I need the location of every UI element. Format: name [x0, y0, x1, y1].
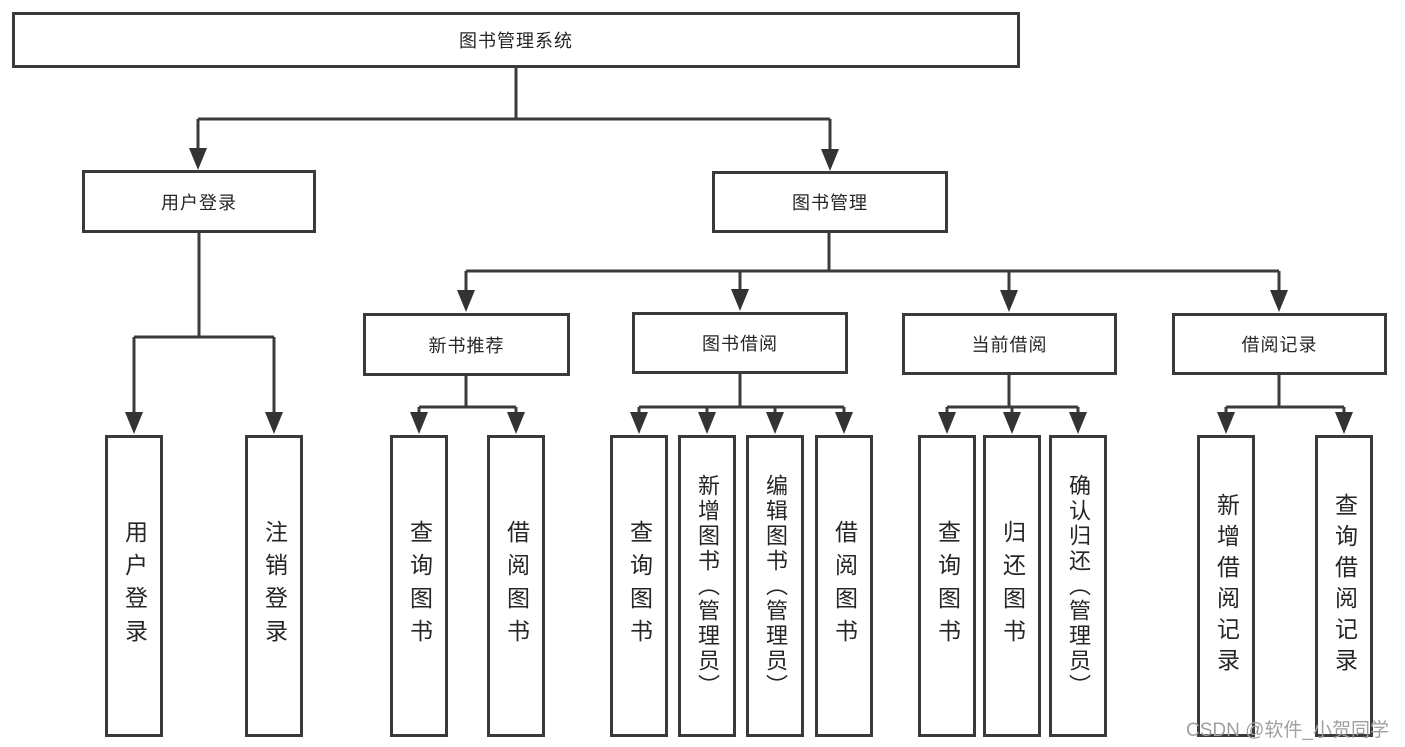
leaf-return-books-label: 归还图书 — [999, 520, 1026, 652]
leaf-return-books: 归还图书 — [983, 435, 1041, 737]
leaf-borrow-books-1: 借阅图书 — [487, 435, 545, 737]
connector-book-borrow — [630, 374, 853, 434]
leaf-query-borrow-record: 查询借阅记录 — [1315, 435, 1373, 737]
node-borrow-records-label: 借阅记录 — [1241, 335, 1318, 355]
leaf-add-books-admin-label: 新增图书（管理员） — [695, 473, 720, 699]
node-book-mgmt-branch: 图书管理 — [712, 171, 948, 233]
csdn-watermark: CSDN @软件_小贺同学 — [1186, 720, 1389, 741]
leaf-borrow-books-2: 借阅图书 — [815, 435, 873, 737]
leaf-confirm-return-admin: 确认归还（管理员） — [1049, 435, 1107, 737]
leaf-add-books-admin: 新增图书（管理员） — [678, 435, 736, 737]
node-book-borrow-label: 图书借阅 — [702, 334, 778, 354]
connector-book-mgmt — [457, 233, 1288, 312]
leaf-borrow-books-2-label: 借阅图书 — [831, 520, 858, 652]
node-new-books-label: 新书推荐 — [428, 335, 505, 356]
node-root: 图书管理系统 — [12, 12, 1020, 68]
leaf-borrow-books-1-label: 借阅图书 — [503, 520, 530, 652]
node-current-borrow-group: 当前借阅 — [902, 313, 1117, 375]
node-user-login-branch: 用户登录 — [82, 170, 316, 233]
leaf-logout-label: 注销登录 — [261, 520, 288, 652]
node-book-borrow-group: 图书借阅 — [632, 312, 848, 374]
leaf-user-login-label: 用户登录 — [121, 520, 148, 652]
leaf-query-books-3-label: 查询图书 — [934, 520, 961, 652]
leaf-query-books-1: 查询图书 — [390, 435, 448, 737]
node-root-label: 图书管理系统 — [459, 31, 573, 51]
connector-current-borrow — [938, 375, 1087, 434]
leaf-query-books-2: 查询图书 — [610, 435, 668, 737]
node-borrow-records-group: 借阅记录 — [1172, 313, 1387, 375]
connector-new-books — [410, 376, 525, 434]
node-book-mgmt-branch-label: 图书管理 — [792, 193, 868, 213]
leaf-confirm-return-admin-label: 确认归还（管理员） — [1066, 473, 1091, 699]
leaf-query-borrow-record-label: 查询借阅记录 — [1331, 493, 1358, 679]
node-new-books-group: 新书推荐 — [363, 313, 570, 376]
connector-user-login — [125, 233, 283, 434]
leaf-edit-books-admin: 编辑图书（管理员） — [746, 435, 804, 737]
leaf-query-books-3: 查询图书 — [918, 435, 976, 737]
leaf-query-books-1-label: 查询图书 — [406, 520, 433, 652]
leaf-add-borrow-record-label: 新增借阅记录 — [1213, 493, 1240, 679]
leaf-add-borrow-record: 新增借阅记录 — [1197, 435, 1255, 737]
leaf-edit-books-admin-label: 编辑图书（管理员） — [763, 473, 788, 699]
leaf-user-login: 用户登录 — [105, 435, 163, 737]
leaf-query-books-2-label: 查询图书 — [626, 520, 653, 652]
connector-borrow-records — [1217, 375, 1353, 434]
connector-root — [189, 68, 839, 171]
node-current-borrow-label: 当前借阅 — [971, 335, 1048, 355]
node-user-login-branch-label: 用户登录 — [161, 192, 237, 213]
leaf-logout: 注销登录 — [245, 435, 303, 737]
